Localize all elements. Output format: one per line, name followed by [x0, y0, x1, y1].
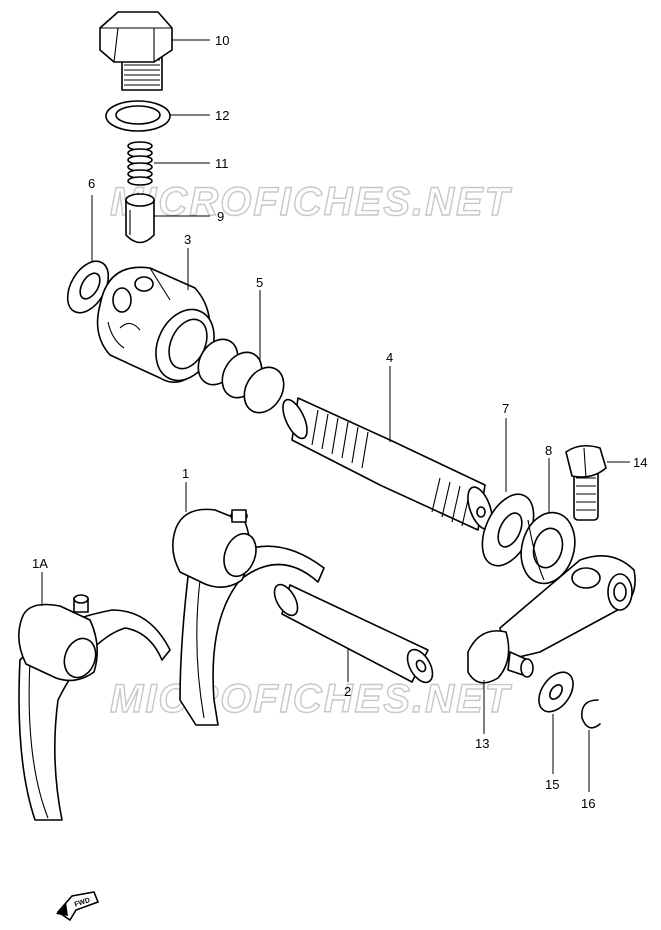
callout-1: 1 — [182, 466, 189, 481]
callout-9: 9 — [217, 209, 224, 224]
part-12-gasket — [105, 100, 171, 132]
callout-7: 7 — [502, 401, 509, 416]
callout-1a: 1A — [32, 556, 48, 571]
fwd-label: FWD — [74, 897, 91, 909]
callout-14: 14 — [633, 455, 647, 470]
part-16-clip — [581, 699, 601, 729]
part-14-bolt — [565, 444, 607, 521]
callout-16: 16 — [581, 796, 595, 811]
part-15-washer — [538, 671, 574, 713]
part-4-shaft — [282, 397, 493, 531]
part-11-spring — [127, 141, 153, 186]
callout-13: 13 — [475, 736, 489, 751]
part-2-fork-shaft — [273, 583, 434, 684]
part-1-shift-fork — [172, 508, 325, 726]
part-13-shift-arm — [467, 554, 636, 684]
part-9-pin — [125, 193, 155, 244]
part-1a-shift-fork — [18, 594, 171, 821]
callout-11: 11 — [215, 156, 229, 171]
part-8-bearing — [520, 511, 576, 585]
part-5-spring — [197, 338, 285, 414]
part-3-stopper — [96, 266, 215, 384]
callout-5: 5 — [256, 275, 263, 290]
watermark-top: MICROFICHES.NET — [110, 180, 513, 224]
watermark-bottom: MICROFICHES.NET — [110, 677, 513, 721]
callout-2: 2 — [344, 684, 351, 699]
callout-10: 10 — [215, 33, 229, 48]
leader-lines — [41, 39, 630, 792]
callout-4: 4 — [386, 350, 393, 365]
part-10-bolt — [99, 11, 173, 91]
callout-12: 12 — [215, 108, 229, 123]
part-6-washer — [66, 260, 110, 314]
callout-3: 3 — [184, 232, 191, 247]
callout-8: 8 — [545, 443, 552, 458]
callout-6: 6 — [88, 176, 95, 191]
fwd-arrow-icon: FWD — [56, 891, 100, 922]
callout-15: 15 — [545, 777, 559, 792]
